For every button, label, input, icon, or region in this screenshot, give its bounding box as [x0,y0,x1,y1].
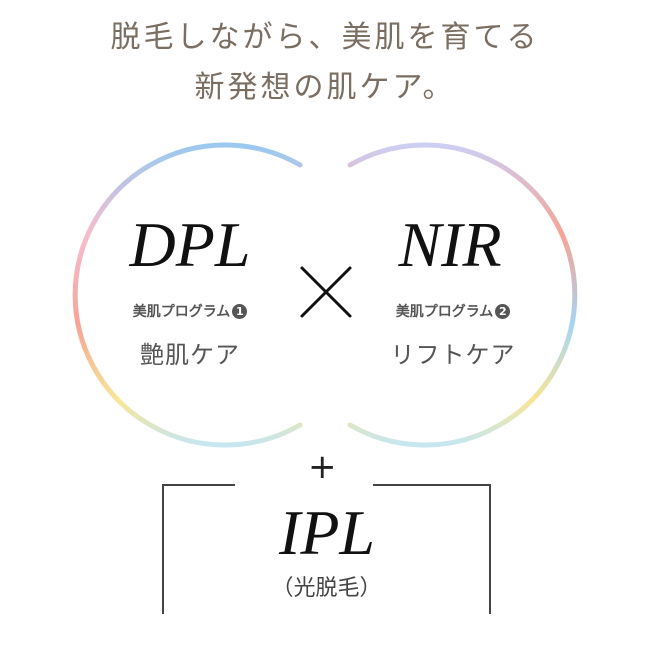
number-badge-icon: 1 [232,304,248,319]
left-ring [72,142,303,448]
right-ring [347,142,578,448]
plus-icon: + [308,447,337,487]
dpl-care: 艶肌ケア [140,341,240,369]
ipl-subtitle: （光脱毛） [271,576,382,601]
nir-title: NIR [398,209,502,280]
headline-line-1: 脱毛しながら、美肌を育てる [110,20,540,55]
nir-care: リフトケア [390,341,516,369]
ipl-box: IPL （光脱毛） [162,484,491,614]
dpl-title: DPL [129,209,251,280]
times-icon [300,266,352,318]
program-label-text: 美肌プログラム [132,304,231,320]
headline-line-2: 新発想の肌ケア。 [194,70,456,105]
number-badge-icon: 2 [495,304,511,319]
ipl-title: IPL [279,497,375,568]
program-label-text: 美肌プログラム [395,304,494,320]
